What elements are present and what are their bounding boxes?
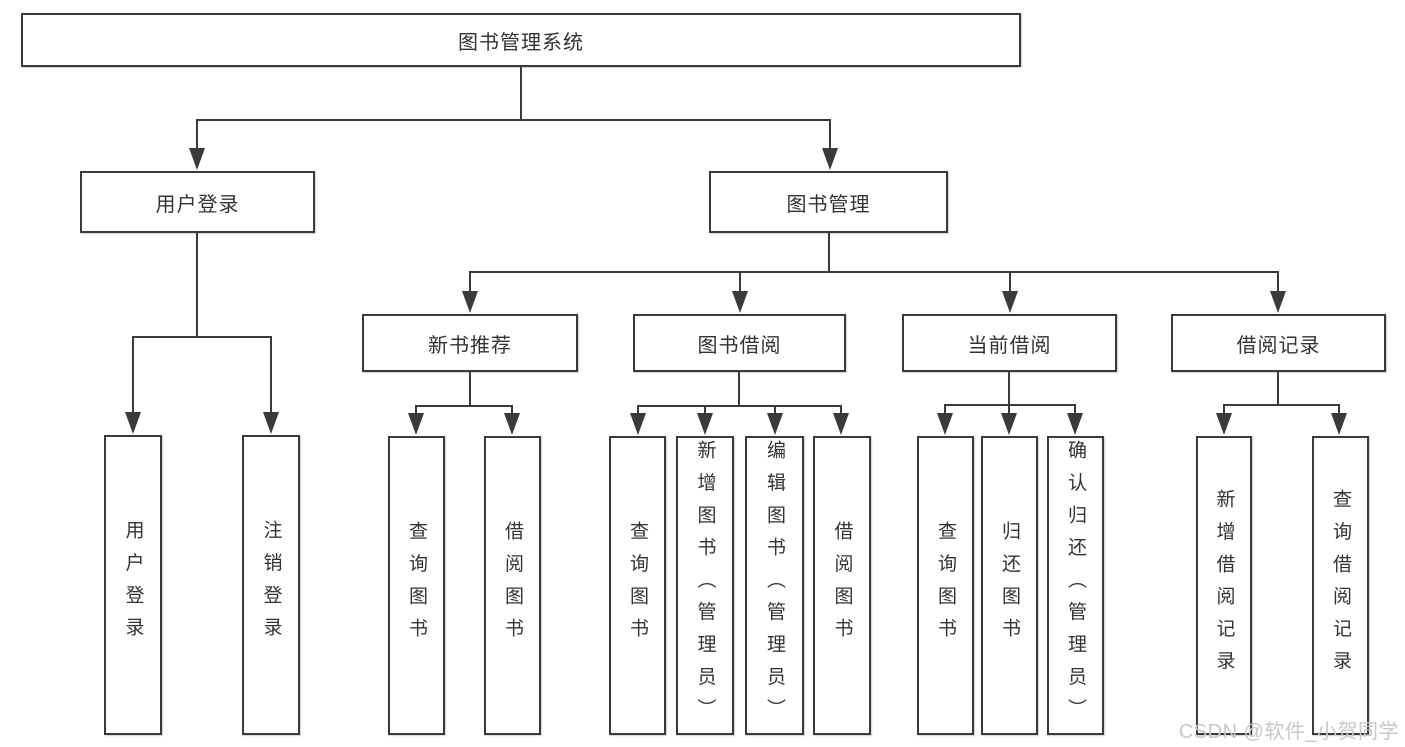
leaf-add-book-admin: 新增图书（管理员） xyxy=(676,436,734,735)
connector-line xyxy=(637,405,639,413)
node-current-borrow-label: 当前借阅 xyxy=(967,334,1052,357)
leaf-confirm-return-admin-label: 确认归还（管理员） xyxy=(1065,440,1086,731)
connector-line xyxy=(196,119,831,121)
leaf-query-books-1-label: 查询图书 xyxy=(406,520,427,651)
node-current-borrow: 当前借阅 xyxy=(902,314,1117,372)
connector-line xyxy=(1074,404,1076,413)
connector-line xyxy=(469,271,471,292)
csdn-watermark: CSDN @软件_小贺同学 xyxy=(1178,721,1399,743)
leaf-user-login: 用户登录 xyxy=(104,435,162,735)
connector-line xyxy=(1338,404,1340,413)
leaf-add-borrow-record-label: 新增借阅记录 xyxy=(1213,488,1235,683)
connector-line xyxy=(1277,372,1279,404)
arrowhead-down-icon xyxy=(732,291,748,313)
node-book-borrow: 图书借阅 xyxy=(633,314,846,372)
connector-line xyxy=(132,336,272,338)
arrowhead-down-icon xyxy=(263,412,279,434)
connector-line xyxy=(1008,372,1010,404)
connector-line xyxy=(415,405,417,413)
connector-line xyxy=(774,405,776,413)
connector-line xyxy=(1223,404,1340,406)
leaf-add-book-admin-label: 新增图书（管理员） xyxy=(694,440,716,731)
arrowhead-down-icon xyxy=(697,413,713,435)
leaf-return-book: 归还图书 xyxy=(981,436,1038,735)
leaf-query-borrow-record-label: 查询借阅记录 xyxy=(1330,488,1351,683)
connector-line xyxy=(196,119,198,151)
node-new-book-recommend-label: 新书推荐 xyxy=(428,334,512,357)
arrowhead-down-icon xyxy=(504,413,520,435)
leaf-query-books-3: 查询图书 xyxy=(917,436,974,735)
arrowhead-down-icon xyxy=(1270,291,1286,313)
leaf-query-borrow-record: 查询借阅记录 xyxy=(1312,436,1369,735)
leaf-edit-book-admin: 编辑图书（管理员） xyxy=(745,436,804,735)
arrowhead-down-icon xyxy=(1331,413,1347,435)
arrowhead-down-icon xyxy=(1002,291,1018,313)
connector-line xyxy=(196,233,198,336)
arrowhead-down-icon xyxy=(408,413,424,435)
connector-line xyxy=(132,336,134,412)
connector-line xyxy=(738,372,740,405)
node-user-login-label: 用户登录 xyxy=(155,193,240,216)
connector-line xyxy=(1277,271,1279,292)
arrowhead-down-icon xyxy=(1001,413,1017,435)
connector-line xyxy=(704,405,706,413)
connector-line xyxy=(270,336,272,412)
leaf-return-book-label: 归还图书 xyxy=(999,520,1020,651)
leaf-edit-book-admin-label: 编辑图书（管理员） xyxy=(764,440,785,731)
leaf-borrow-books-2: 借阅图书 xyxy=(813,436,871,735)
node-book-borrow-label: 图书借阅 xyxy=(697,334,782,357)
node-user-login: 用户登录 xyxy=(80,171,315,233)
node-new-book-recommend: 新书推荐 xyxy=(362,314,578,372)
arrowhead-down-icon xyxy=(1067,413,1083,435)
arrowhead-down-icon xyxy=(462,291,478,313)
arrowhead-down-icon xyxy=(822,148,838,170)
connector-line xyxy=(739,271,741,292)
arrowhead-down-icon xyxy=(630,413,646,435)
leaf-borrow-books-2-label: 借阅图书 xyxy=(831,520,853,651)
node-root: 图书管理系统 xyxy=(21,13,1021,67)
node-root-label: 图书管理系统 xyxy=(458,31,584,54)
leaf-add-borrow-record: 新增借阅记录 xyxy=(1196,436,1252,735)
node-book-management: 图书管理 xyxy=(709,171,948,233)
node-borrow-record-label: 借阅记录 xyxy=(1236,334,1321,357)
leaf-query-books-1: 查询图书 xyxy=(388,436,445,735)
connector-line xyxy=(828,233,830,271)
arrowhead-down-icon xyxy=(767,413,783,435)
connector-line xyxy=(944,404,946,413)
leaf-query-books-3-label: 查询图书 xyxy=(935,520,956,651)
leaf-confirm-return-admin: 确认归还（管理员） xyxy=(1047,436,1104,735)
connector-line xyxy=(469,372,471,405)
connector-line xyxy=(415,405,513,407)
connector-line xyxy=(469,271,1279,273)
node-borrow-record: 借阅记录 xyxy=(1171,314,1386,372)
node-book-management-label: 图书管理 xyxy=(786,193,871,216)
leaf-query-books-2-label: 查询图书 xyxy=(627,520,648,651)
leaf-logout: 注销登录 xyxy=(242,435,300,735)
leaf-logout-label: 注销登录 xyxy=(260,520,282,650)
arrowhead-down-icon xyxy=(1216,413,1232,435)
connector-line xyxy=(637,405,842,407)
connector-line xyxy=(1009,271,1011,292)
leaf-query-books-2: 查询图书 xyxy=(609,436,666,735)
leaf-borrow-books-1: 借阅图书 xyxy=(484,436,541,735)
arrowhead-down-icon xyxy=(833,413,849,435)
connector-line xyxy=(840,405,842,413)
leaf-user-login-label: 用户登录 xyxy=(122,520,144,650)
connector-line xyxy=(511,405,513,413)
leaf-borrow-books-1-label: 借阅图书 xyxy=(502,520,523,651)
arrowhead-down-icon xyxy=(125,412,141,434)
connector-line xyxy=(829,119,831,151)
connector-line xyxy=(1008,404,1010,413)
arrowhead-down-icon xyxy=(189,148,205,170)
arrowhead-down-icon xyxy=(937,413,953,435)
connector-line xyxy=(1223,404,1225,413)
connector-line xyxy=(520,67,522,120)
